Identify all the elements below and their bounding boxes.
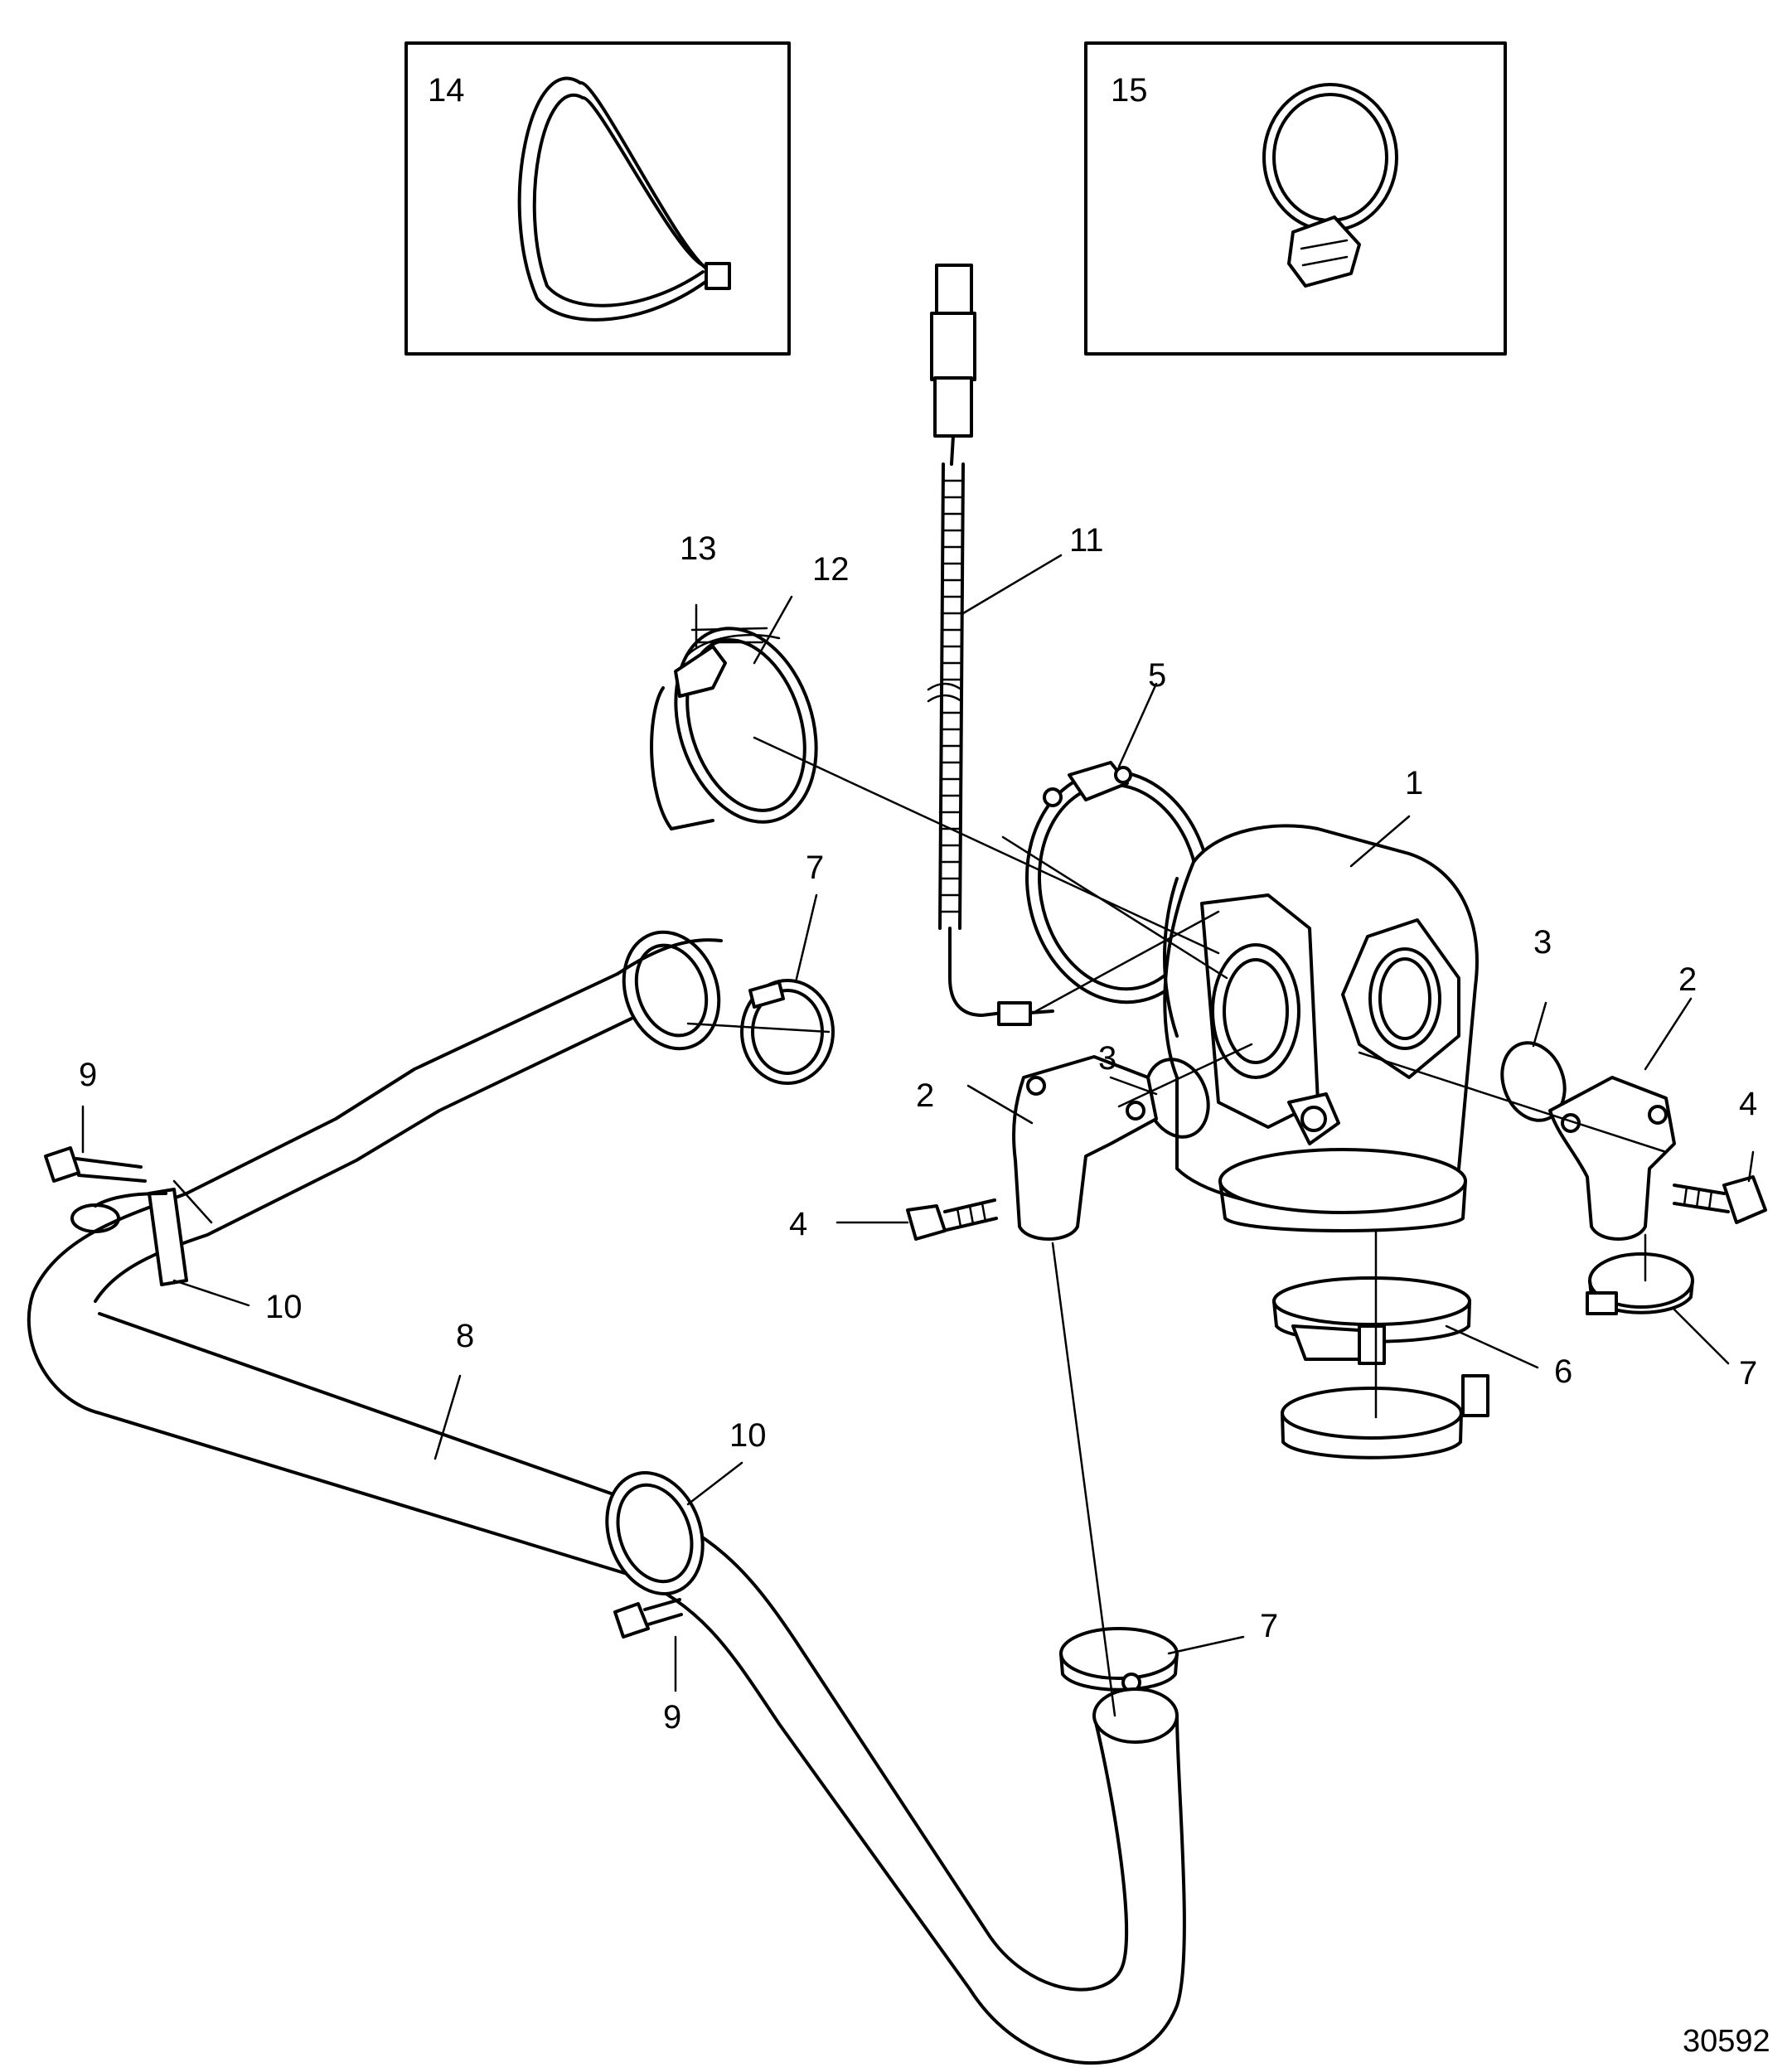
callout-4-left: 4	[789, 1206, 807, 1242]
callout-11: 11	[1069, 522, 1104, 559]
callout-7-lower: 7	[1260, 1608, 1278, 1644]
callout-3-right: 3	[1533, 924, 1552, 961]
inset-label-14: 14	[428, 72, 465, 109]
hose-bracket-left	[70, 1188, 188, 1286]
water-elbow-right	[1548, 1076, 1676, 1241]
callout-labels: 1 2 2 3 3 4 4 5 6 7 7 7 8 9 9 10 10 11 1…	[79, 522, 1757, 1736]
callout-10-lower: 10	[729, 1417, 767, 1454]
hose-clamp-top-left	[740, 979, 835, 1085]
rubber-boot	[650, 627, 818, 830]
sensor-harness	[927, 264, 1054, 1026]
callout-9-lower: 9	[663, 1699, 681, 1736]
inset-15: 15	[1084, 41, 1507, 356]
exhaust-elbow	[1163, 824, 1479, 1232]
figure-reference-number: 30592	[1683, 2024, 1770, 2059]
inset-14: 14	[404, 41, 791, 356]
bolt-left	[906, 1198, 998, 1241]
bolt-lower	[613, 1598, 683, 1639]
inset-label-15: 15	[1111, 72, 1148, 109]
leader-lines	[81, 554, 1755, 1717]
callout-5: 5	[1148, 657, 1166, 694]
clamp-ring-icon	[1262, 83, 1398, 288]
bolt-right	[1673, 1175, 1767, 1224]
water-elbow-left	[1012, 1055, 1158, 1241]
hose-clamp-right	[1586, 1252, 1694, 1315]
callout-7-upper: 7	[806, 850, 824, 886]
callout-2-right: 2	[1678, 961, 1697, 998]
callout-6: 6	[1554, 1353, 1572, 1390]
bolt-upper-left	[44, 1146, 147, 1183]
callout-13: 13	[680, 530, 717, 567]
callout-3-left: 3	[1098, 1040, 1116, 1077]
hose-bracket-lower	[605, 1471, 705, 1595]
callout-1: 1	[1405, 765, 1423, 801]
hose-clamp-bottom	[1059, 1627, 1179, 1692]
exhaust-hose	[27, 930, 1186, 2065]
callout-4-right: 4	[1739, 1086, 1757, 1122]
callout-8: 8	[456, 1318, 474, 1354]
callout-2-left: 2	[916, 1077, 934, 1114]
callout-10-left: 10	[265, 1289, 303, 1325]
hose-clamp-upper	[1272, 1276, 1471, 1365]
strap-band-icon	[517, 76, 731, 322]
o-ring-right	[1500, 1041, 1567, 1122]
callout-7-right: 7	[1739, 1355, 1757, 1392]
hose-clamp-lower	[1281, 1374, 1489, 1460]
callout-12: 12	[812, 551, 850, 588]
callout-9-upper: 9	[79, 1057, 97, 1093]
